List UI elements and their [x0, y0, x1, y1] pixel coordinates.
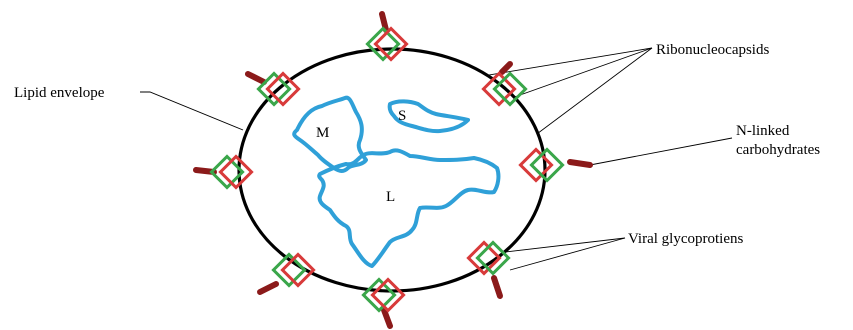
glycoprotein-right-green: [529, 147, 565, 183]
glycoprotein-upper-left: [245, 71, 301, 107]
glycoprotein-lower-left-red: [280, 252, 316, 288]
glycoprotein-left-green: [209, 154, 245, 190]
carbohydrate-upper-right: [499, 61, 513, 75]
label-n-linked-line1: N-linked: [736, 123, 790, 139]
glycoprotein-lower-right-red: [466, 240, 502, 276]
ribonucleocapsid-l: [317, 148, 501, 268]
carbohydrate-top: [379, 11, 389, 33]
glycoprotein-upper-right: [481, 61, 528, 107]
glycoprotein-right-red: [518, 147, 554, 183]
label-lipid-envelope: Lipid envelope: [14, 85, 105, 101]
glycoprotein-top-red: [373, 26, 409, 62]
carbohydrate-lower-right: [491, 275, 503, 299]
glycoprotein-left-red: [218, 154, 254, 190]
glycoprotein-lower-right-green: [475, 240, 511, 276]
carbohydrate-right: [567, 159, 593, 168]
ribonucleocapsid-s: [387, 99, 470, 134]
leader-n-linked: [589, 137, 733, 166]
segment-label-m: M: [316, 125, 329, 141]
leader-glycoprotein-1: [504, 237, 626, 253]
glycoprotein-upper-right-red: [481, 71, 517, 107]
glycoprotein-lower-left-green: [271, 252, 307, 288]
glycoprotein-upper-left-red: [265, 71, 301, 107]
glycoprotein-bottom-green: [361, 277, 397, 313]
glycoprotein-top-green: [365, 26, 401, 62]
glycoprotein-upper-right-green: [492, 71, 528, 107]
carbohydrate-bottom: [381, 307, 393, 329]
glycoprotein-upper-left-green: [256, 71, 292, 107]
segment-label-l: L: [386, 189, 395, 205]
ribonucleocapsids: [292, 95, 501, 268]
glycoprotein-bottom: [361, 277, 406, 329]
carbohydrate-upper-left: [245, 71, 267, 85]
glycoprotein-left: [193, 154, 254, 190]
glycoprotein-bottom-red: [370, 277, 406, 313]
label-ribonucleocapsids: Ribonucleocapsids: [656, 42, 769, 58]
glycoprotein-top: [365, 11, 409, 62]
label-n-linked-line2: carbohydrates: [736, 142, 820, 158]
carbohydrate-lower-left: [257, 281, 279, 295]
leader-lipid-envelope: [140, 91, 244, 131]
glycoprotein-right: [518, 147, 593, 183]
ribonucleocapsid-m: [292, 95, 368, 173]
viral-glycoproteins: [193, 11, 593, 329]
leader-glycoprotein-2: [509, 237, 626, 271]
glycoprotein-lower-left: [257, 252, 316, 295]
label-viral-glycoproteins: Viral glycoprotiens: [628, 231, 743, 247]
segment-label-s: S: [398, 108, 406, 124]
glycoprotein-lower-right: [466, 240, 511, 299]
